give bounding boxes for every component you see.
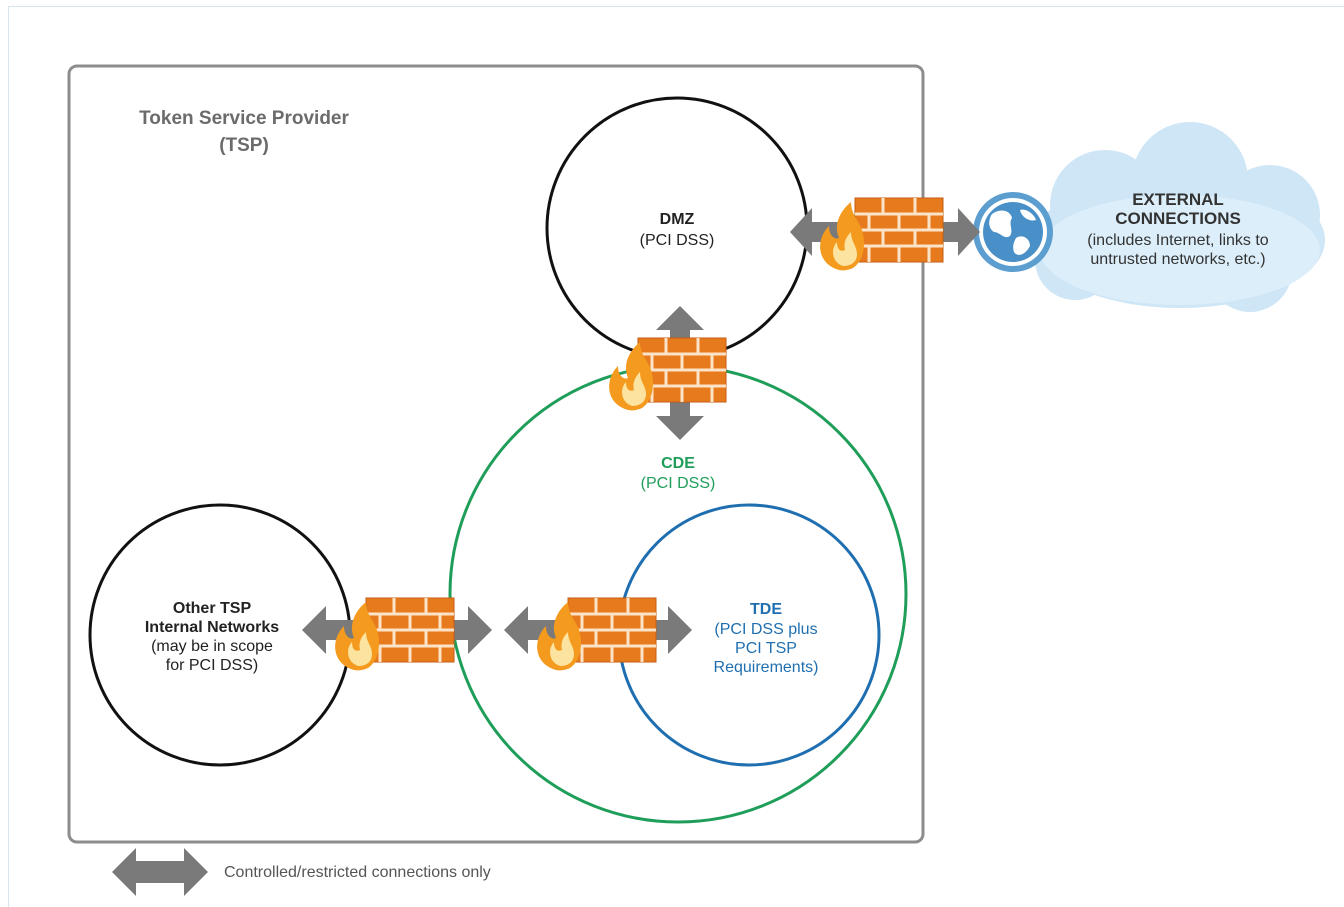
tde-scope-line1: (PCI DSS plus — [714, 621, 817, 638]
dmz-label: DMZ — [660, 211, 695, 228]
tsp-title-line1: Token Service Provider — [139, 108, 349, 129]
tsp-boundary — [67, 64, 925, 844]
legend-label: Controlled/restricted connections only — [224, 864, 491, 881]
other-scope-line2: for PCI DSS) — [166, 657, 258, 674]
other-label-line1: Other TSP — [173, 600, 252, 617]
tde-scope-line2: PCI TSP — [735, 640, 797, 657]
legend-arrow-icon — [112, 848, 208, 896]
external-desc-line2: untrusted networks, etc.) — [1090, 251, 1265, 268]
firewall-icon — [820, 196, 945, 271]
tsp-title-line2: (TSP) — [219, 135, 269, 156]
cloud-icon — [1035, 122, 1325, 312]
other-scope-line1: (may be in scope — [151, 638, 273, 655]
external-label-line1: EXTERNAL — [1132, 190, 1224, 209]
tde-scope-line3: Requirements) — [714, 659, 819, 676]
cde-label: CDE — [661, 455, 695, 472]
firewall-icon — [335, 596, 456, 671]
dmz-scope: (PCI DSS) — [640, 232, 715, 249]
globe-icon — [973, 192, 1053, 272]
firewall-icon — [537, 596, 658, 671]
external-desc-line1: (includes Internet, links to — [1087, 232, 1269, 249]
tde-label: TDE — [750, 601, 782, 618]
cde-scope: (PCI DSS) — [641, 475, 716, 492]
external-label-line2: CONNECTIONS — [1115, 209, 1241, 228]
other-label-line2: Internal Networks — [145, 619, 279, 636]
diagram-frame — [8, 6, 1344, 907]
